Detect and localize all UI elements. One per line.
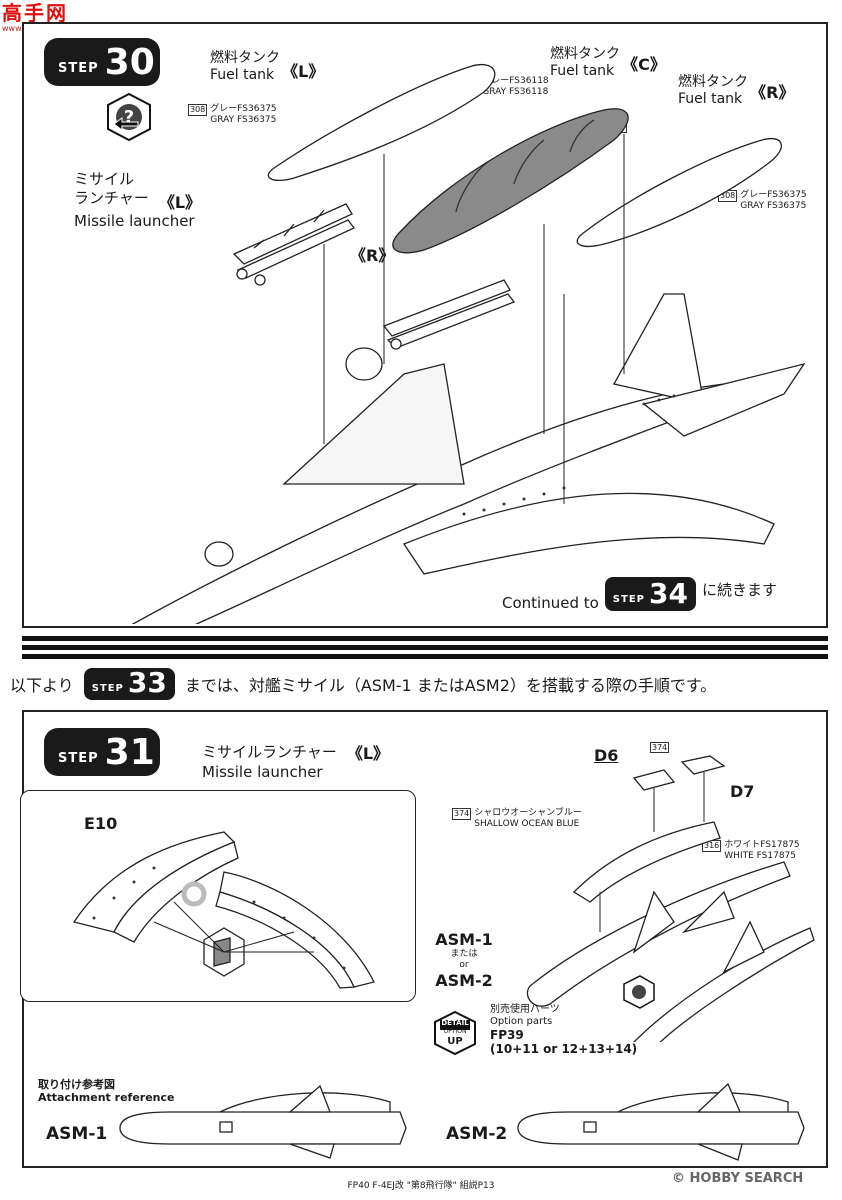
step-word: STEP: [58, 751, 99, 766]
step-number: 34: [648, 577, 688, 610]
step31-main-drawing: [526, 755, 815, 1042]
footer-caption: FP40 F-4EJ改 "第8飛行隊" 組説P13: [347, 1181, 495, 1191]
asm2-missile: [633, 927, 815, 1042]
missile-launcher-en: Missile launcher: [74, 212, 195, 230]
fuel-tank-l-side: 《L》: [282, 61, 325, 81]
attach-asm2-label: ASM-2: [446, 1124, 508, 1144]
notice-line: 以下より STEP 33 までは、対艦ミサイル（ASM-1 またはASM2）を搭…: [10, 668, 716, 700]
or-jp: または: [450, 949, 478, 959]
part-d7-label: D7: [730, 782, 755, 801]
step-word: STEP: [91, 683, 124, 694]
notice-suffix: までは、対艦ミサイル（ASM-1 またはASM2）を搭載する際の手順です。: [184, 676, 717, 695]
attachment-asm2-drawing: [517, 1082, 805, 1161]
fuel-tank-r-en: Fuel tank: [678, 91, 743, 107]
right-side-label: 《R》: [350, 246, 395, 265]
paint-en: WHITE FS17875: [724, 851, 797, 861]
step-number: 33: [127, 666, 167, 699]
paint-jp: ホワイトFS17875: [724, 840, 800, 850]
step-number: 31: [104, 732, 155, 773]
option-parts-info: 別売使用パーツ Option parts FP39 (10+11 or 12+1…: [490, 1004, 637, 1056]
continued-jp: に続きます: [701, 580, 777, 599]
missile-launcher-jp1: ミサイル: [74, 170, 135, 188]
footer-copyright: © HOBBY SEARCH: [672, 1171, 804, 1186]
paint-code: 308: [188, 104, 208, 116]
attachment-reference-label: 取り付け参考図 Attachment reference: [38, 1078, 174, 1104]
missile-launcher-r: [382, 279, 516, 350]
option-jp: 別売使用パーツ: [490, 1004, 560, 1015]
paint-code: 374: [452, 808, 472, 820]
asm1-label: ASM-1: [435, 930, 493, 949]
fuel-tank-c-side: 《C》: [622, 55, 666, 74]
attach-en: Attachment reference: [38, 1091, 175, 1104]
step31-title: ミサイルランチャー 《L》 Missile launcher: [202, 740, 389, 781]
paint-en: GRAY FS36118: [482, 87, 549, 97]
missile-launcher-l: [232, 203, 356, 286]
detail-line1: DETAIL: [441, 1019, 469, 1027]
aircraft-tail: [613, 293, 705, 405]
fuel-tank-r: [576, 137, 782, 248]
step-word: STEP: [58, 61, 99, 76]
paint-jp: グレーFS36118: [482, 76, 549, 86]
asm2-label: ASM-2: [435, 971, 493, 990]
step30-badge: STEP 30: [44, 38, 160, 86]
attach-jp: 取り付け参考図: [38, 1078, 115, 1091]
paint-en: GRAY FS36375: [210, 115, 277, 125]
missile-launcher-side: 《L》: [158, 193, 202, 212]
paint-en: SHALLOW OCEAN BLUE: [474, 819, 580, 829]
help-hex-icon: ?: [107, 92, 151, 142]
fuel-tank-l: [267, 64, 496, 182]
fuel-tank-r-label: 燃料タンク Fuel tank 《R》: [678, 74, 795, 108]
paint-jp: グレーFS36375: [740, 190, 807, 200]
fuel-tank-c-label: 燃料タンク Fuel tank 《C》: [550, 46, 666, 80]
step33-badge: STEP 33: [83, 666, 175, 700]
step30-panel: STEP 30 ? 燃料タンク Fuel tank 《L》 308 グレーFS3…: [22, 22, 828, 628]
part-e10-label: E10: [84, 814, 118, 833]
option-code: FP39: [490, 1028, 524, 1042]
fuel-tank-l-en: Fuel tank: [210, 67, 275, 83]
detail-line3: UP: [447, 1036, 463, 1047]
step-word: STEP: [612, 594, 645, 605]
attach-asm1-label: ASM-1: [46, 1124, 108, 1144]
detail-option-text: DETAIL OPTION UP: [432, 1018, 478, 1047]
fuel-tank-c-jp: 燃料タンク: [550, 46, 620, 62]
notice-prefix: 以下より: [10, 676, 74, 695]
option-formula: (10+11 or 12+13+14): [490, 1042, 638, 1056]
paint-en: GRAY FS36375: [740, 201, 807, 211]
step-number: 30: [104, 42, 155, 83]
aircraft-wing: [403, 492, 775, 575]
fuel-tank-r-side: 《R》: [750, 83, 795, 102]
title-jp: ミサイルランチャー: [202, 742, 337, 761]
separator-bars: [22, 636, 828, 663]
missile-launcher-jp2: ランチャー: [74, 189, 149, 207]
fuel-tank-c-en: Fuel tank: [550, 63, 615, 79]
step31-inset-drawing: [72, 831, 375, 989]
fuel-tank-c: [392, 108, 629, 254]
step31-badge: STEP 31: [44, 728, 160, 776]
paint-jp: グレーFS36375: [210, 104, 277, 114]
fuel-tank-r-jp: 燃料タンク: [678, 74, 748, 90]
step31-panel: STEP 31 ミサイルランチャー 《L》 Missile launcher E…: [20, 710, 828, 1168]
attachment-asm1-drawing: [119, 1084, 407, 1159]
watermark-logo-text: 高手网: [2, 1, 68, 25]
fuel-tank-l-jp: 燃料タンク: [210, 50, 280, 66]
step30-drawing: [131, 64, 806, 624]
detail-line2: OPTION: [443, 1028, 467, 1035]
step34-badge: STEP 34: [604, 577, 696, 611]
title-side: 《L》: [346, 744, 390, 763]
detail-option-up-icon: [434, 1010, 476, 1056]
title-en: Missile launcher: [202, 763, 323, 781]
continued-to: Continued to STEP 34 に続きます: [502, 576, 777, 612]
continued-en: Continued to: [502, 594, 599, 612]
paint-jp: シャロウオーシャンブルー: [474, 808, 582, 818]
or-en: or: [459, 960, 469, 970]
missile-launcher-l-label: ミサイル ランチャー 《L》 Missile launcher: [74, 170, 201, 230]
fuel-tank-l-label: 燃料タンク Fuel tank 《L》: [210, 50, 324, 84]
part-d6-label: D6: [594, 746, 619, 765]
asm-choice-labels: ASM-1 または or ASM-2: [434, 930, 494, 990]
svg-text:?: ?: [124, 107, 134, 128]
option-en: Option parts: [490, 1016, 553, 1027]
paint-374-small: 374: [650, 742, 670, 753]
